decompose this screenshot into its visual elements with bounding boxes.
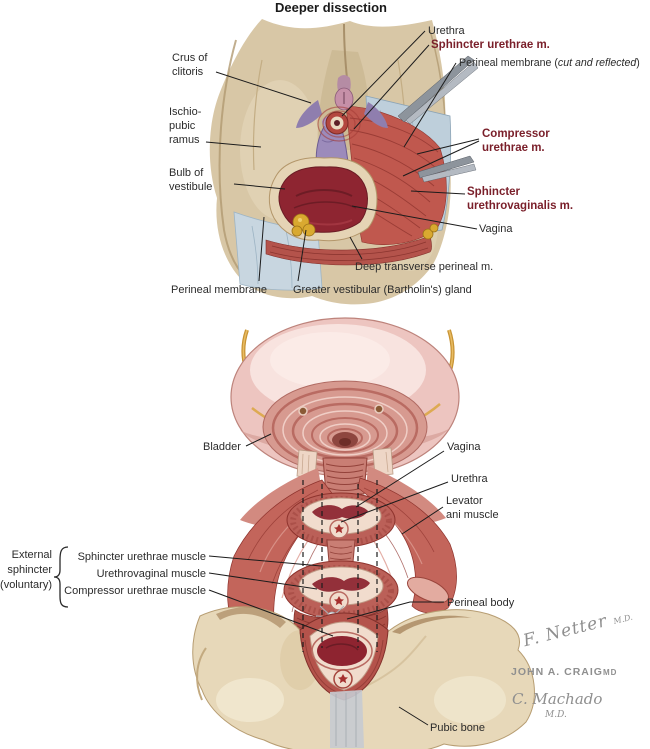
label-crus-of-clitoris: Crus of clitoris (172, 51, 207, 79)
label-deep-transverse: Deep transverse perineal m. (355, 261, 494, 273)
label-perineal-membrane: Perineal membrane (171, 284, 267, 296)
bartholin-gland-art (291, 213, 439, 240)
urethral-opening-art (317, 106, 361, 142)
label-line: Sphincter (467, 186, 521, 198)
label-text-italic: cut and reflected (557, 57, 637, 69)
label-pubic-bone: Pubic bone (430, 722, 486, 734)
label-sphincter-urethrae-muscle: Sphincter urethrae muscle (77, 551, 206, 563)
label-ischiopubic-ramus: Ischio- pubic ramus (169, 105, 201, 147)
label-levator-ani: Levator ani muscle (446, 494, 499, 522)
signature-machado: C. Machado (512, 690, 603, 708)
signature-md: MD (602, 668, 618, 677)
label-sphincter-urethrovaginalis: Sphincter urethrovaginalis m. (467, 185, 573, 213)
label-line: pubic (169, 120, 196, 132)
leader-line (208, 572, 318, 590)
leader-line (401, 506, 444, 535)
top-illustration (205, 19, 480, 305)
leader-line (402, 140, 480, 177)
deep-transverse-band (265, 235, 432, 266)
label-text: ) (636, 57, 640, 69)
leader-line (208, 555, 322, 567)
label-vagina-top: Vagina (479, 223, 513, 235)
crus-of-clitoris-art (296, 75, 388, 128)
bottom-illustration (53, 317, 535, 749)
leader-line (297, 229, 307, 282)
leader-line (346, 601, 444, 620)
label-text: Perineal membrane ( (459, 57, 558, 69)
label-line: urethrae m. (482, 142, 545, 154)
label-line: Levator (446, 495, 483, 507)
leader-line (341, 30, 426, 117)
leader-line (245, 433, 272, 447)
leader-lines-bottom (208, 433, 449, 726)
leader-line (398, 706, 429, 726)
signature-md: M.D. (612, 612, 634, 626)
label-vagina-bottom: Vagina (447, 441, 481, 453)
leader-line (416, 138, 480, 155)
signature-machado-md: M.D. (545, 710, 567, 720)
figure-title: Deeper dissection (275, 0, 387, 15)
label-line: (voluntary) (0, 579, 52, 591)
thigh-fold (218, 39, 247, 279)
leader-line (205, 141, 262, 148)
leader-lines-top (205, 30, 480, 282)
label-line: Crus of (172, 52, 208, 64)
levator-cut-edge (406, 576, 450, 604)
leader-line (403, 62, 457, 148)
signature-craig: JOHN A. CRAIGMD (511, 666, 617, 678)
label-line: vestibule (169, 181, 213, 193)
external-sphincter-brace (53, 546, 69, 608)
label-line: Ischio- (169, 106, 202, 118)
leader-line (258, 216, 265, 282)
label-compressor-urethrae: Compressor urethrae m. (482, 127, 550, 155)
label-urethra-top: Urethra (428, 25, 465, 37)
label-urethrovaginal-muscle: Urethrovaginal muscle (96, 568, 206, 580)
label-perineal-membrane-reflected: Perineal membrane (cut and reflected) (459, 56, 640, 70)
label-line: sphincter (7, 564, 52, 576)
leader-line (355, 450, 445, 508)
leader-line (215, 71, 312, 104)
leader-line (353, 44, 430, 130)
label-bladder: Bladder (203, 441, 241, 453)
cross-section-urethrovaginal (283, 560, 399, 620)
label-compressor-urethrae-muscle: Compressor urethrae muscle (64, 585, 206, 597)
label-line: ani muscle (446, 509, 499, 521)
label-perineal-body: Perineal body (447, 597, 515, 609)
vaginal-opening-art (268, 157, 378, 242)
ureteric-orifice (298, 406, 308, 416)
leader-line (233, 183, 286, 190)
signature-text: JOHN A. CRAIG (511, 666, 603, 678)
urethra-column-art (296, 447, 394, 495)
label-external-sphincter: External sphincter (voluntary) (0, 548, 52, 593)
label-line: Bulb of (169, 167, 204, 179)
label-line: clitoris (172, 66, 204, 78)
arch-ring-art (299, 612, 389, 701)
cross-section-sphincter-urethrae (286, 492, 396, 563)
label-bulb-of-vestibule: Bulb of vestibule (169, 166, 212, 194)
label-line: urethrovaginalis m. (467, 200, 574, 212)
leader-line (351, 205, 478, 230)
leader-line (349, 236, 363, 260)
symphysis-art (330, 690, 364, 748)
label-bartholin-gland: Greater vestibular (Bartholin's) gland (293, 284, 472, 296)
leader-line (340, 481, 449, 523)
label-line: Compressor (482, 128, 550, 140)
label-line: External (11, 549, 52, 561)
label-line: ramus (169, 134, 200, 146)
skin-line (252, 59, 263, 171)
surgical-instrument (397, 55, 479, 183)
label-urethra-bottom: Urethra (451, 473, 488, 485)
label-sphincter-urethrae: Sphincter urethrae m. (431, 39, 550, 51)
leader-line (410, 190, 466, 195)
ureteric-orifice (374, 404, 384, 414)
leader-line (208, 589, 334, 637)
